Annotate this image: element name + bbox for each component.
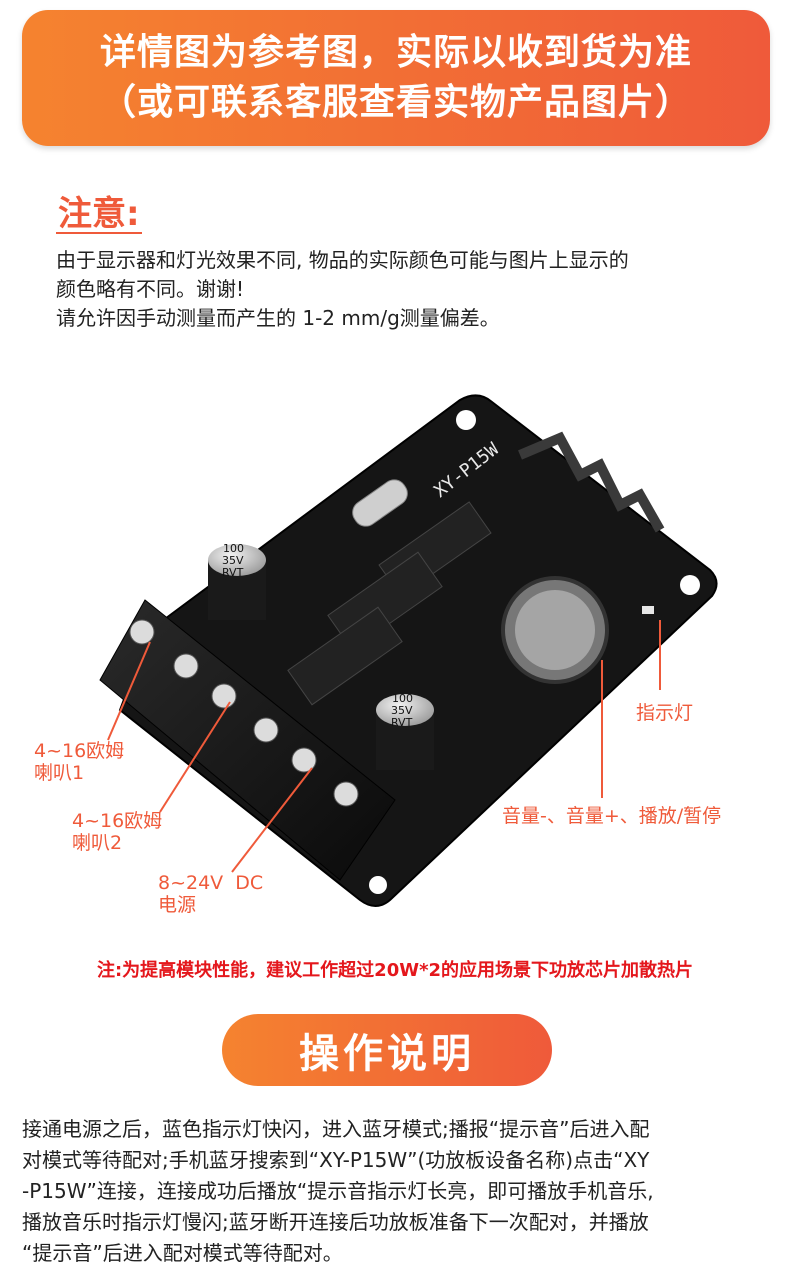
instruction-line-5: “提示音”后进入配对模式等待配对。: [22, 1241, 343, 1265]
terminal-block: [99, 599, 396, 881]
callout-speaker-1-impedance: 4~16欧姆: [34, 740, 125, 762]
product-photo: XY-P15W 100 35V RVT 100 35V RVT: [0, 380, 790, 920]
mount-hole-icon: [369, 876, 387, 894]
notice-line-1: 由于显示器和灯光效果不同, 物品的实际颜色可能与图片上显示的: [56, 248, 629, 272]
callout-speaker-2-impedance: 4~16欧姆: [72, 810, 163, 832]
callout-power-label: 电源: [158, 894, 197, 916]
amp-chip-2: [287, 606, 403, 706]
callout-speaker-1-label: 喇叭1: [34, 762, 85, 784]
section-title: 操作说明: [222, 1014, 552, 1086]
rotary-button-face: [515, 590, 595, 670]
callout-speaker-2: 4~16欧姆 喇叭2: [72, 810, 162, 854]
terminal-screw-icon: [129, 619, 155, 645]
header-banner: 详情图为参考图，实际以收到货为准 （或可联系客服查看实物产品图片）: [22, 10, 770, 146]
terminal-screw-icon: [333, 781, 359, 807]
instruction-line-2: 对模式等待配对;手机蓝牙搜索到“XY-P15W”(功放板设备名称)点击“XY: [22, 1148, 650, 1172]
notice-title: 注意:: [58, 194, 140, 234]
terminal-screw-icon: [173, 653, 199, 679]
antenna-trace: [518, 431, 665, 533]
cap-2-brand: RVT: [391, 716, 413, 729]
cap-1-value: 100: [223, 542, 244, 555]
callout-arrow: [231, 767, 313, 873]
cap-1-voltage: 35V: [222, 554, 244, 567]
callout-indicator: 指示灯: [636, 702, 694, 724]
instruction-line-1: 接通电源之后，蓝色指示灯快闪，进入蓝牙模式;播报“提示音”后进入配: [22, 1117, 650, 1141]
instruction-line-4: 播放音乐时指示灯慢闪;蓝牙断开连接后功放板准备下一次配对，并播放: [22, 1210, 649, 1234]
notice-underline: [56, 232, 142, 234]
notice-line-2: 颜色略有不同。谢谢!: [56, 277, 245, 301]
callout-arrow: [159, 701, 231, 813]
crystal-oscillator: [352, 479, 408, 527]
callout-power-voltage: 8~24V DC: [158, 872, 264, 894]
banner-line-1: 详情图为参考图，实际以收到货为准: [99, 32, 692, 73]
instruction-line-3: -P15W”连接，连接成功后播放“提示音指示灯长亮，即可播放手机音乐,: [22, 1179, 654, 1203]
mount-hole-icon: [456, 410, 476, 430]
amplifier-board-illustration: XY-P15W 100 35V RVT 100 35V RVT: [99, 394, 718, 907]
cap-1-brand: RVT: [222, 566, 244, 579]
banner-line-2: （或可联系客服查看实物产品图片）: [99, 82, 692, 123]
callout-speaker-2-label: 喇叭2: [72, 832, 123, 854]
mount-hole-icon: [680, 575, 700, 595]
callout-arrow: [107, 641, 151, 741]
pcb-board: [118, 394, 718, 907]
callout-speaker-1: 4~16欧姆 喇叭1: [34, 740, 124, 784]
capacitor-1: 100 35V RVT: [208, 542, 266, 620]
callout-buttons: 音量-、音量+、播放/暂停: [502, 805, 722, 827]
capacitor-2: 100 35V RVT: [376, 692, 434, 770]
callout-power: 8~24V DC 电源: [158, 872, 263, 916]
cap-2-voltage: 35V: [391, 704, 413, 717]
indicator-led: [642, 606, 654, 614]
cap-2-value: 100: [392, 692, 413, 705]
terminal-screw-icon: [211, 683, 237, 709]
notice-line-3: 请允许因手动测量而产生的 1-2 mm/g测量偏差。: [56, 306, 500, 330]
terminal-screw-icon: [291, 747, 317, 773]
terminal-screw-icon: [253, 717, 279, 743]
heatsink-warning: 注:为提高模块性能，建议工作超过20W*2的应用场景下功放芯片加散热片: [96, 960, 694, 981]
instructions: 接通电源之后，蓝色指示灯快闪，进入蓝牙模式;播报“提示音”后进入配 对模式等待配…: [22, 1114, 774, 1269]
notice-body: 由于显示器和灯光效果不同, 物品的实际颜色可能与图片上显示的 颜色略有不同。谢谢…: [56, 246, 736, 333]
